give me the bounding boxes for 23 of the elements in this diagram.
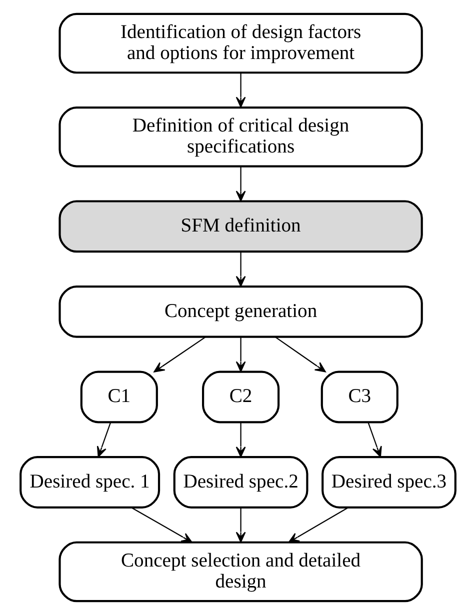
node-box: C1 xyxy=(80,370,158,424)
node-box: Identification of design factors and options for improvement xyxy=(58,12,422,74)
arrow xyxy=(235,422,246,458)
arrow xyxy=(274,336,326,372)
arrow xyxy=(235,336,246,372)
node-box: Definition of critical design specifications xyxy=(58,106,422,168)
node-box: C2 xyxy=(202,370,280,424)
node-box: C3 xyxy=(320,370,398,424)
arrow xyxy=(235,166,246,202)
arrow xyxy=(96,422,111,458)
node-box: Desired spec.2 xyxy=(172,456,308,508)
node-box: Desired spec.3 xyxy=(321,456,456,508)
arrow xyxy=(153,336,206,372)
arrow xyxy=(235,252,246,287)
node-box: Desired spec. 1 xyxy=(19,456,160,508)
arrow xyxy=(130,507,192,543)
node-box: SFM definition xyxy=(58,200,422,253)
arrow xyxy=(235,72,246,108)
node-box: Concept selection and detailed design xyxy=(58,541,422,602)
arrow xyxy=(235,508,246,543)
node-box: Concept generation xyxy=(58,285,422,338)
arrow xyxy=(367,422,382,458)
arrow xyxy=(288,507,348,543)
